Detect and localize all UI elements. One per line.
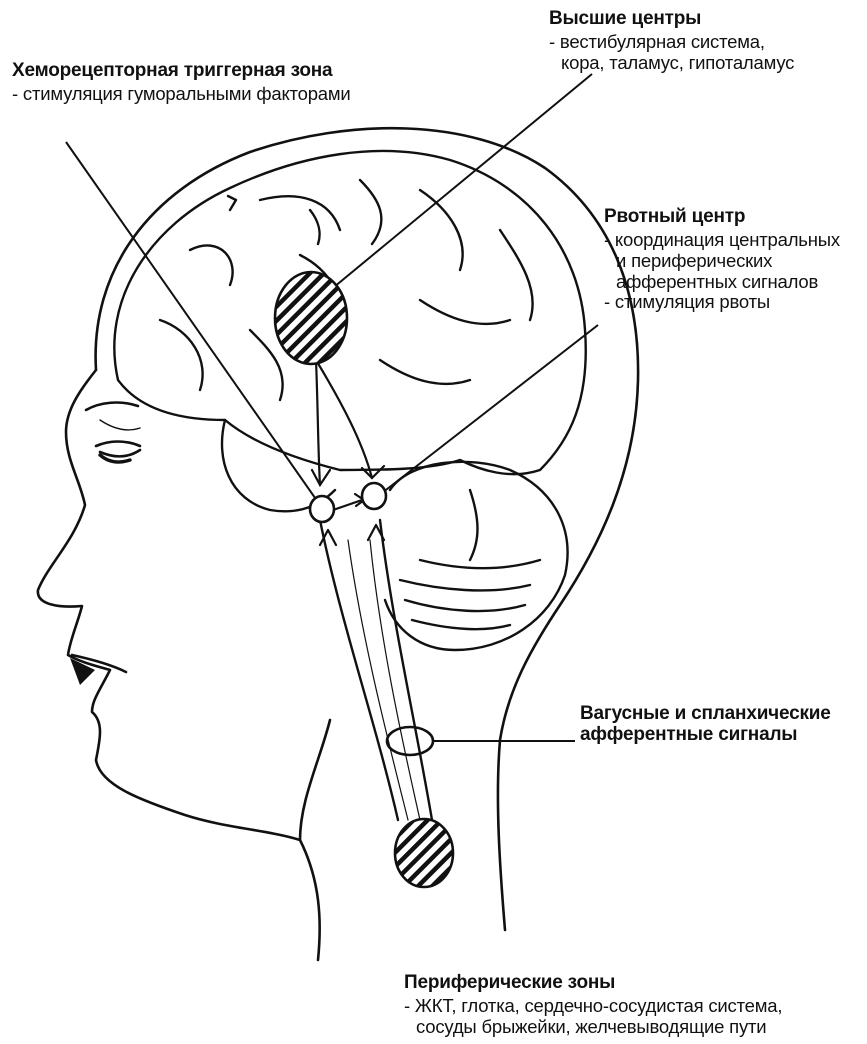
eyebrow [86, 403, 138, 410]
pathway-higher-to-vomit [316, 360, 372, 478]
head-outline [96, 128, 639, 930]
chemoreceptor-zone-title: Хеморецепторная триггерная зона [12, 60, 351, 81]
vagal-afferents-label: Вагусные и спланхические афферентные сиг… [580, 703, 831, 746]
spinal-cord [320, 520, 432, 820]
pointer-line-higher [328, 74, 592, 292]
peripheral-zones-title: Периферические зоны [404, 972, 782, 993]
vomiting-center-line1: - координация центральных [604, 230, 840, 251]
higher-centers-line1: - вестибулярная система, [549, 32, 794, 53]
higher-centers-label: Высшие центры - вестибулярная система, к… [549, 8, 794, 74]
vagal-afferents-line1: Вагусные и спланхические [580, 703, 831, 724]
pointer-line-vomit [382, 325, 598, 493]
cerebellum [385, 462, 568, 650]
pathway-afferent [320, 525, 384, 545]
peripheral-zones-line1: - ЖКТ, глотка, сердечно-сосудистая систе… [404, 996, 782, 1017]
higher-centers-title: Высшие центры [549, 8, 794, 29]
vagal-ring [387, 727, 433, 755]
pathway-higher-to-ctz [316, 360, 320, 485]
eye [96, 442, 140, 457]
vomiting-center-line2: и периферических [604, 251, 840, 272]
vomiting-center-line3: афферентных сигналов [604, 272, 840, 293]
jaw-line [300, 720, 330, 840]
peripheral-zones-label: Периферические зоны - ЖКТ, глотка, серде… [404, 972, 782, 1038]
chemoreceptor-zone-node [310, 496, 334, 522]
higher-centers-node [275, 272, 347, 364]
vomiting-center-node [362, 483, 386, 509]
higher-centers-line2: кора, таламус, гипоталамус [549, 53, 794, 74]
peripheral-zones-node [395, 819, 453, 887]
peripheral-zones-line2: сосуды брыжейки, желчевыводящие пути [404, 1017, 782, 1038]
chemoreceptor-zone-line1: - стимуляция гуморальными факторами [12, 84, 351, 105]
vomiting-center-label: Рвотный центр - координация центральных … [604, 206, 840, 313]
cerebrum-gyri [160, 180, 533, 400]
chemoreceptor-zone-label: Хеморецепторная триггерная зона - стимул… [12, 60, 351, 105]
vagal-afferents-line2: афферентные сигналы [580, 724, 831, 745]
vomiting-center-line4: - стимуляция рвоты [604, 292, 840, 313]
vomiting-center-title: Рвотный центр [604, 206, 840, 227]
